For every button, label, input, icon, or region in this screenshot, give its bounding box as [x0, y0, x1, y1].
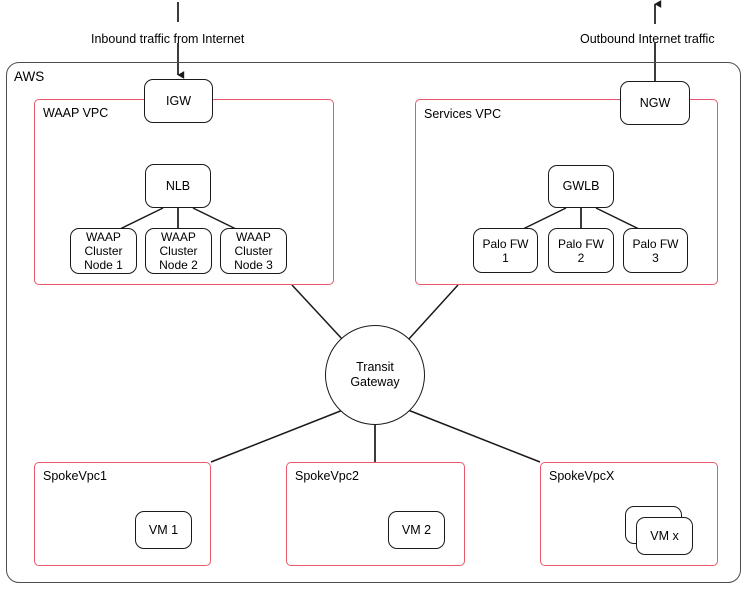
vpc-spokex-label: SpokeVpcX: [549, 469, 615, 483]
node-waap-cluster-node-3[interactable]: WAAP Cluster Node 3: [220, 228, 287, 274]
vpc-spoke2: [286, 462, 465, 566]
aws-cloud-label: AWS: [14, 69, 45, 84]
node-vm-2[interactable]: VM 2: [388, 511, 445, 549]
aws-cloud-boundary: [6, 62, 741, 583]
vpc-services: [415, 99, 718, 285]
node-igw[interactable]: IGW: [144, 79, 213, 123]
node-waap-cluster-node-2[interactable]: WAAP Cluster Node 2: [145, 228, 212, 274]
node-palo-fw-1[interactable]: Palo FW 1: [473, 228, 538, 273]
node-waap-cluster-node-1[interactable]: WAAP Cluster Node 1: [70, 228, 137, 274]
node-palo-fw-2[interactable]: Palo FW 2: [548, 228, 614, 273]
node-nlb[interactable]: NLB: [145, 164, 211, 208]
vpc-services-label: Services VPC: [424, 107, 502, 121]
node-ngw[interactable]: NGW: [620, 81, 690, 125]
node-palo-fw-3[interactable]: Palo FW 3: [623, 228, 688, 273]
node-vm-x[interactable]: VM x: [636, 517, 693, 555]
node-vm-1[interactable]: VM 1: [135, 511, 192, 549]
vpc-spokex: [540, 462, 718, 566]
node-gwlb[interactable]: GWLB: [548, 165, 614, 208]
vpc-spoke2-label: SpokeVpc2: [295, 469, 359, 483]
inbound-traffic-label: Inbound traffic from Internet: [91, 32, 245, 46]
vpc-spoke1-label: SpokeVpc1: [43, 469, 107, 483]
vpc-waap-label: WAAP VPC: [43, 106, 109, 120]
vpc-spoke1: [34, 462, 211, 566]
node-transit-gateway[interactable]: Transit Gateway: [325, 325, 425, 425]
outbound-traffic-label: Outbound Internet traffic: [580, 32, 715, 46]
